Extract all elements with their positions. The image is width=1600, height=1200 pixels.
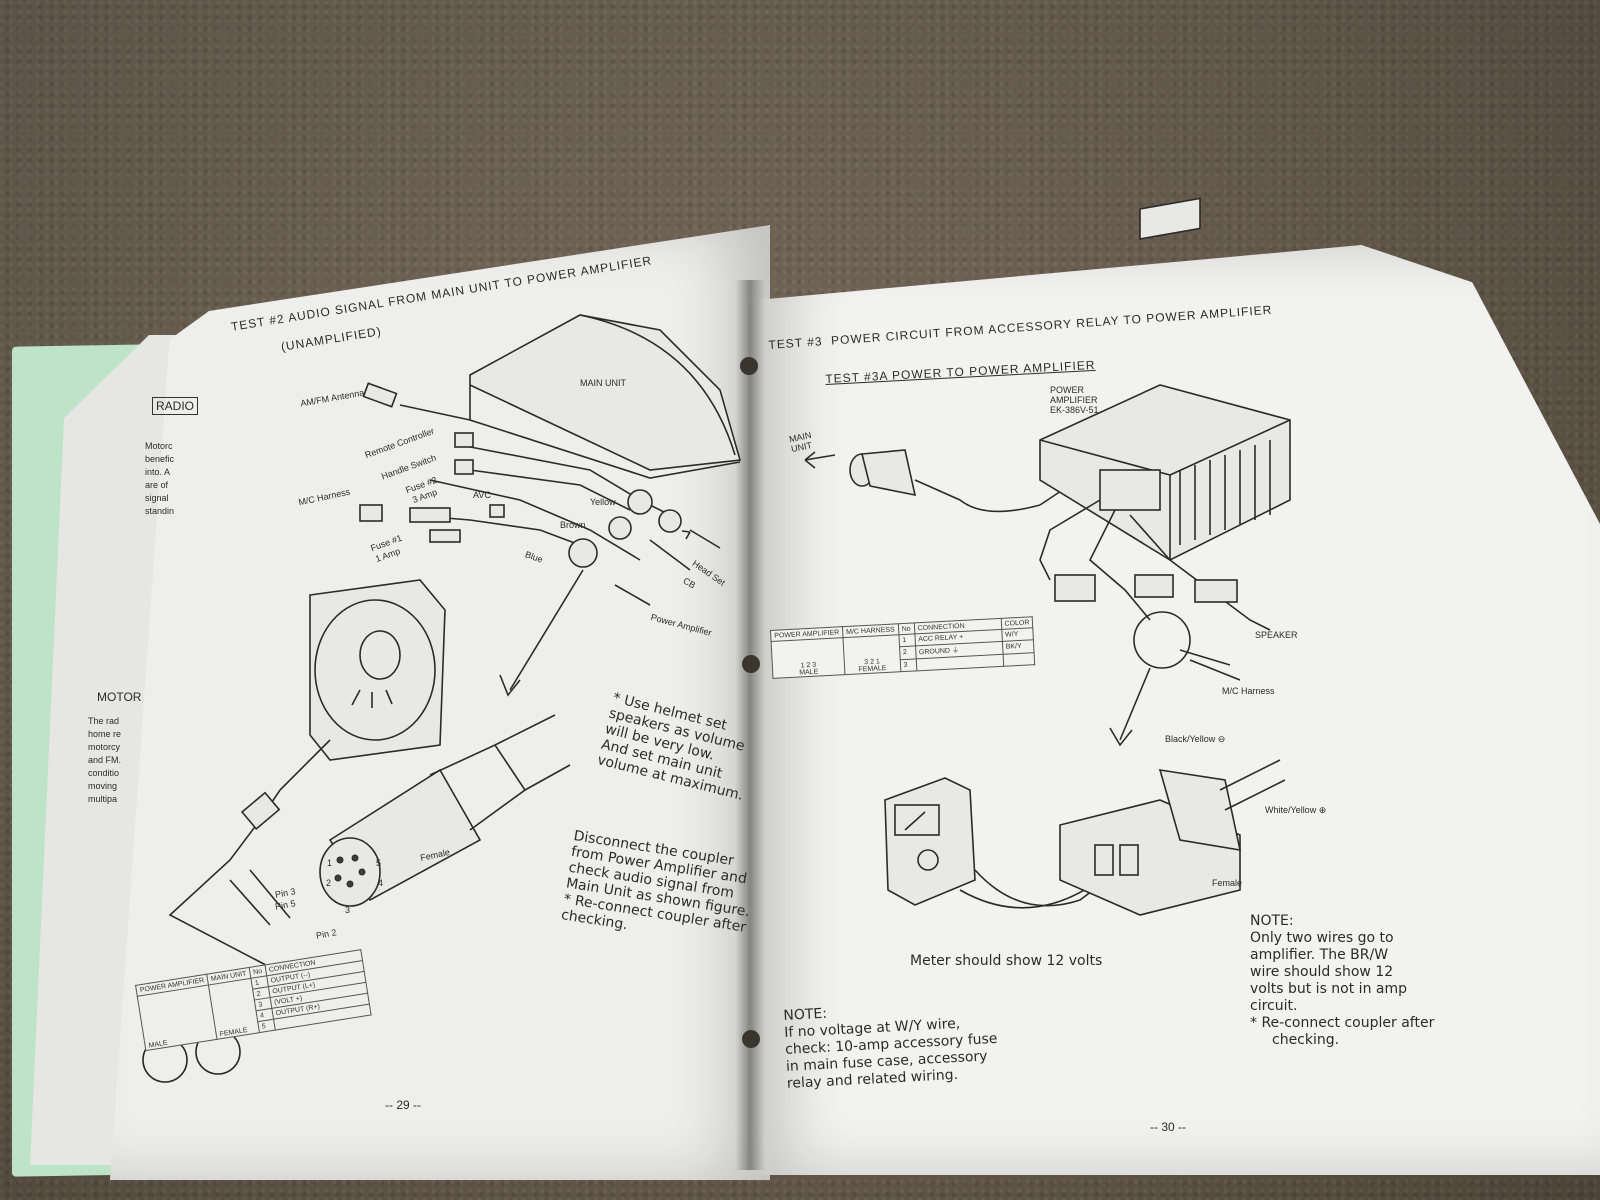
pin-number-4: 4 [378,878,384,888]
radio-heading: RADIO [152,397,199,415]
note-right: NOTE: Only two wires go to amplifier. Th… [1250,913,1435,1048]
page-number-29: -- 29 -- [385,1098,421,1112]
side-paragraph-1: Motorc benefic into. A are of signal sta… [145,441,175,516]
page-number-30: -- 30 -- [1150,1120,1186,1134]
pin-number-5: 5 [376,858,382,868]
speaker-illustration [168,579,446,976]
pin-number-1: 1 [327,858,333,868]
label-black-yellow: Black/Yellow ⊖ [1165,734,1226,744]
label-avc: AVC [473,490,491,500]
female-coupler-illustration [1059,759,1286,916]
label-mc-harness-right: M/C Harness [1222,686,1275,696]
main-unit-illustration [469,314,742,479]
meter-caption: Meter should show 12 volts [910,953,1103,969]
pin-number-2: 2 [326,878,332,888]
right-harness-connectors [1039,499,1271,747]
label-power-amplifier-right: POWER AMPLIFIER EK-386V-51 [1050,385,1099,415]
book-gutter [735,280,765,1170]
note-left: NOTE: If no voltage at W/Y wire, check: … [783,1005,998,1092]
female-label: FEMALE [858,664,887,674]
left-wiring-harness [359,382,721,697]
label-speaker: SPEAKER [1255,630,1298,640]
binding-hole-bottom [742,1030,760,1048]
label-brown: Brown [560,520,586,530]
side-paragraph-2: The rad home re motorcy and FM. conditio… [88,716,122,804]
binding-hole-top [740,357,758,375]
binding-hole-middle [742,655,760,673]
pin-number-3: 3 [345,905,351,915]
label-female-right: Female [1212,878,1243,888]
label-white-yellow: White/Yellow ⊕ [1265,805,1327,815]
female-plug-illustration [229,714,571,926]
label-main-unit: MAIN UNIT [580,378,626,388]
multimeter-illustration [884,777,1101,909]
motor-heading: MOTOR [97,690,142,704]
power-amplifier-illustration [1039,197,1291,561]
label-yellow: Yellow [590,497,616,507]
